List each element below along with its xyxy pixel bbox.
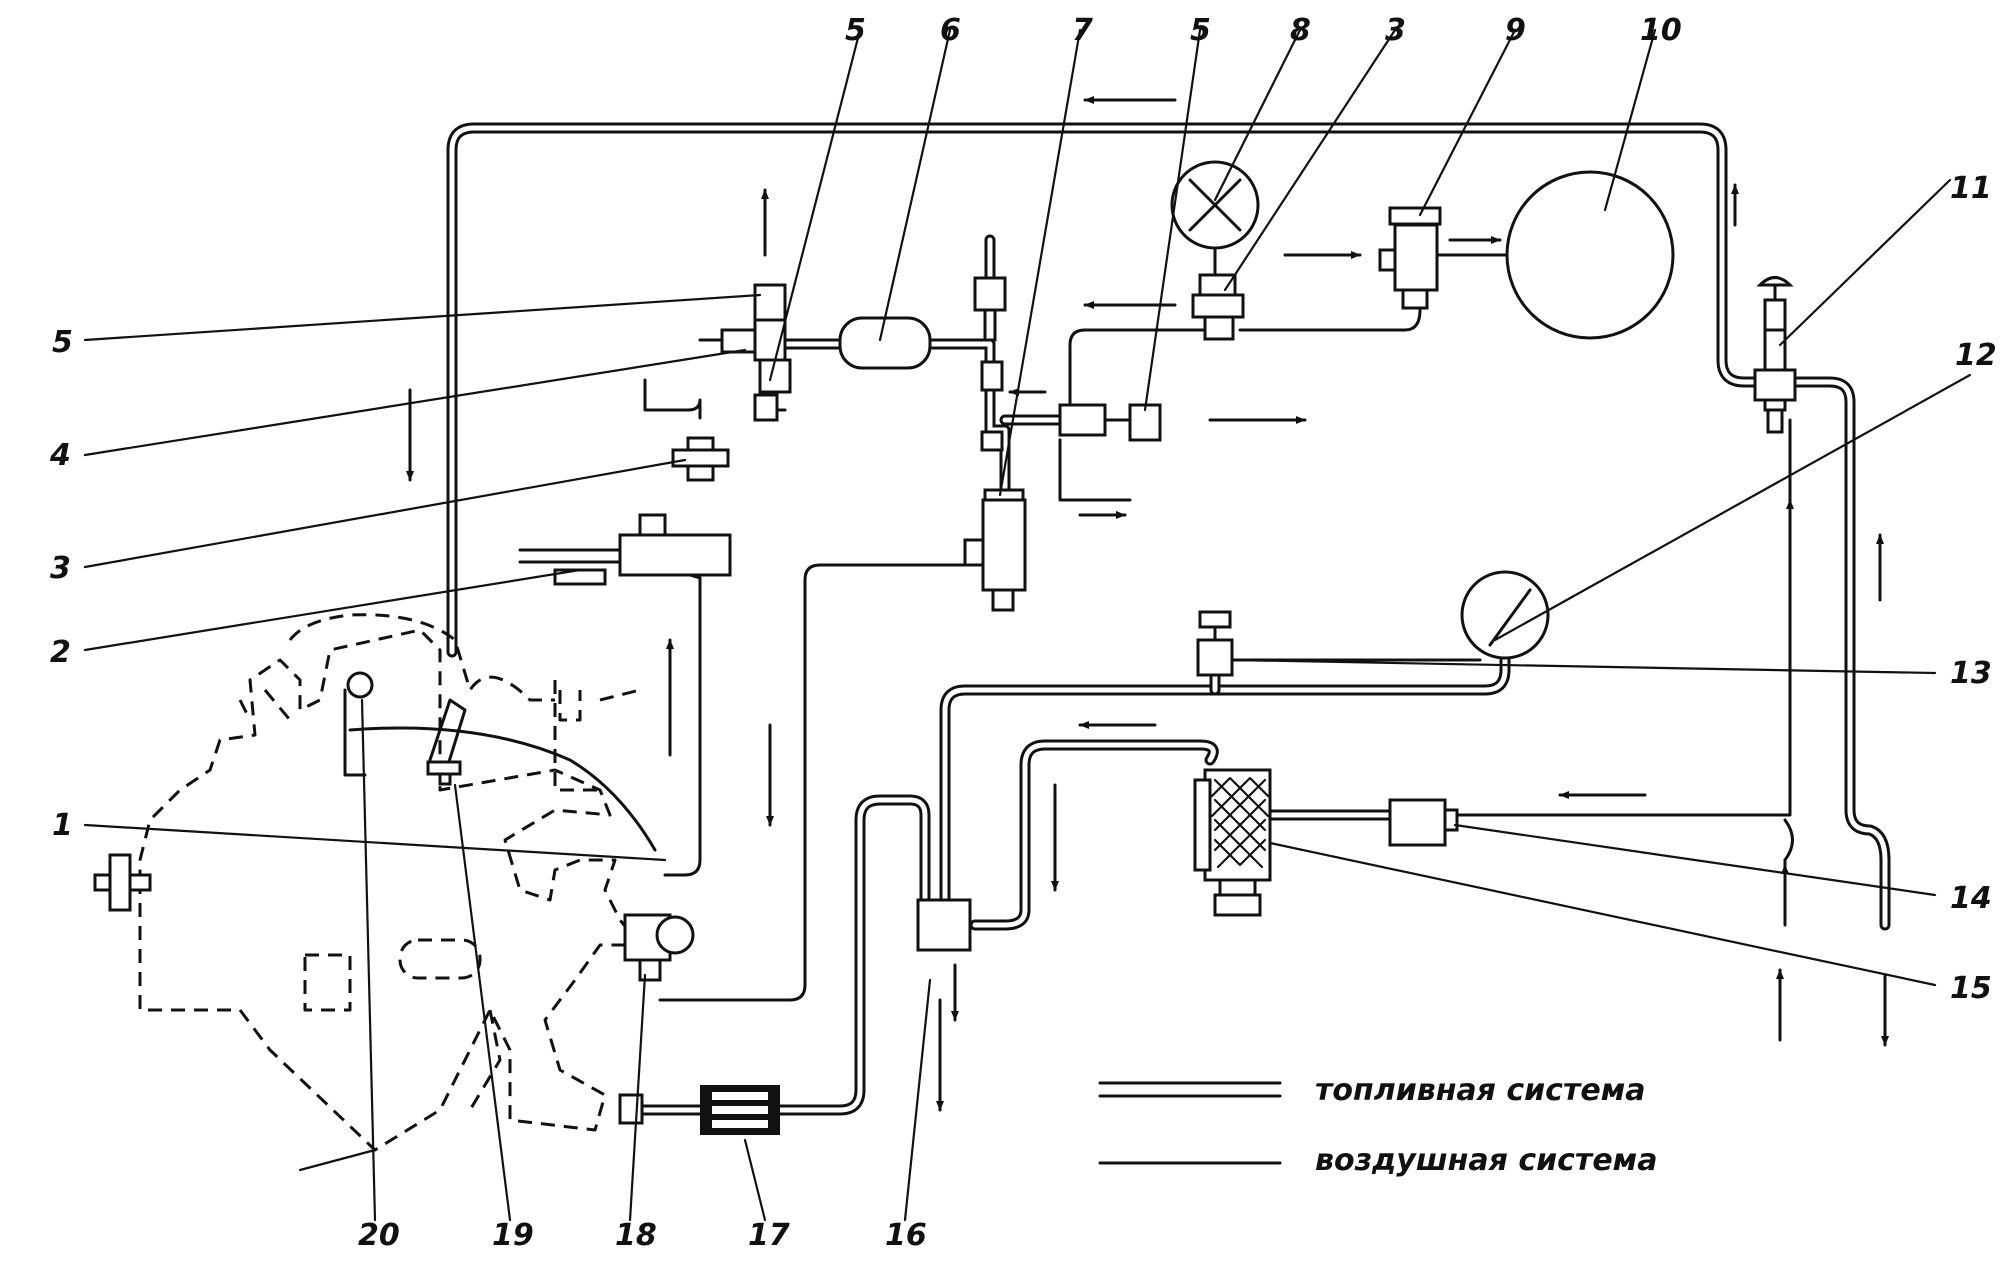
tee-7 [963,276,1027,612]
fitting-18-base [618,1093,644,1125]
callout-numbers: 5 4 3 2 1 5 6 7 5 8 3 9 10 11 12 13 14 1… [49,13,1997,1253]
gauge-8 [1170,160,1260,277]
legend: топливная система воздушная система [1098,1073,1657,1178]
valve-9 [1378,206,1462,310]
callout-13: 13 [1950,656,1992,691]
callout-16: 16 [885,1218,927,1253]
callout-8: 8 [1290,13,1311,48]
component-19 [426,698,467,786]
legend-air-label: воздушная система [1315,1143,1657,1178]
callout-11: 11 [1950,171,1992,206]
air-lines [348,253,1794,1002]
component-2 [518,513,732,586]
callout-15: 15 [1950,971,1992,1006]
callout-5-mid: 5 [1190,13,1211,48]
callout-9: 9 [1505,13,1526,48]
gauge-12 [1460,570,1550,660]
callout-18: 18 [615,1218,657,1253]
callout-12: 12 [1955,338,1997,373]
callout-20: 20 [358,1218,400,1253]
callout-10: 10 [1640,13,1682,48]
leader-lines [83,28,1972,1222]
valve-3-left [671,436,730,482]
filter-6 [838,316,932,370]
callout-3-left: 3 [50,551,71,586]
component-18 [623,913,695,982]
callout-3-top: 3 [1385,13,1406,48]
valve-16 [916,898,972,952]
callout-14: 14 [1950,881,1992,916]
engine-outline [138,613,642,1152]
valve-11 [1753,276,1797,434]
filter-17 [700,1085,780,1135]
callout-2: 2 [50,635,71,670]
callout-19: 19 [492,1218,534,1253]
filter-15 [1193,768,1272,917]
valve-14 [1388,798,1459,847]
callout-7: 7 [1072,13,1093,48]
callout-5-left: 5 [52,325,73,360]
callout-17: 17 [748,1218,790,1253]
callout-6: 6 [940,13,961,48]
valve-13 [1196,610,1234,677]
lever-20 [343,671,374,777]
legend-fuel-swatch [1098,1081,1282,1098]
callout-1: 1 [52,808,73,843]
callout-5-top: 5 [845,13,866,48]
callout-4: 4 [49,438,71,473]
cross-fitting [93,853,152,912]
tank-10 [1505,170,1675,340]
legend-fuel-label: топливная система [1315,1073,1645,1108]
